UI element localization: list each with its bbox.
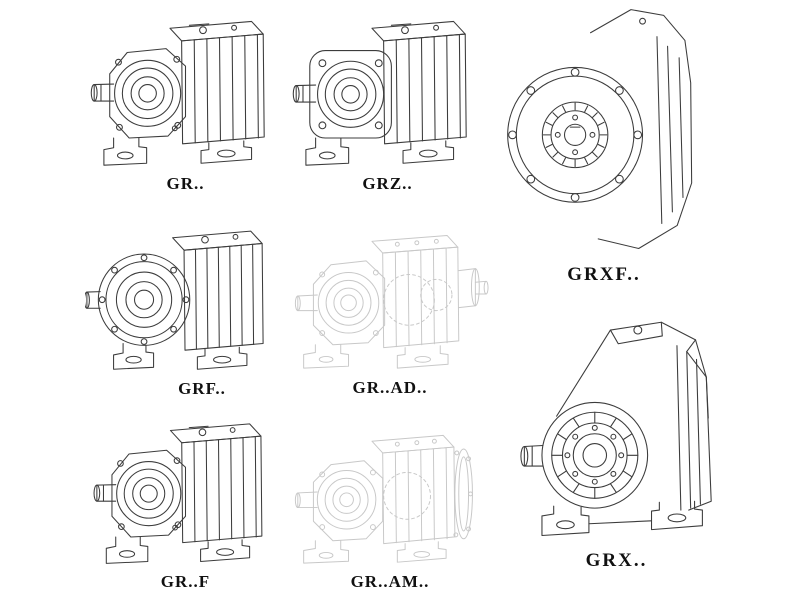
- model-label-grxf: GRXF..: [567, 264, 641, 285]
- gearbox-outline: [507, 9, 693, 250]
- model-label-grz: GRZ..: [362, 174, 413, 193]
- model-label-gr: GR..: [166, 174, 205, 193]
- foot-mounted-gearbox-drawing: [90, 20, 265, 166]
- large-foot-gearbox-drawing: [520, 321, 712, 537]
- gearbox-outline: [520, 321, 712, 537]
- gearbox-outline: [93, 423, 263, 564]
- model-figure-grad: GR..AD..: [290, 212, 490, 398]
- gearbox-outline: [85, 230, 264, 370]
- model-figure-gram: GR..AM..: [290, 410, 490, 592]
- model-figure-grf2: GR..F: [88, 405, 283, 592]
- foot-mounted-gearbox-drawing: [93, 423, 263, 564]
- gearbox-phantom-outline: [294, 234, 489, 369]
- model-figure-grxf: GRXF..: [498, 0, 710, 286]
- model-label-grf2: GR..F: [160, 572, 211, 591]
- model-label-grad: GR..AD..: [352, 378, 428, 397]
- phantom-adapter-gearbox-drawing: [294, 234, 489, 369]
- flange-front-gearbox-drawing: [507, 9, 693, 250]
- model-label-grf: GRF..: [178, 379, 226, 398]
- model-figure-grf: GRF..: [85, 210, 285, 399]
- model-figure-grx: GRX..: [495, 298, 720, 572]
- model-figure-grz: GRZ..: [290, 2, 485, 194]
- phantom-motor-flange-gearbox-drawing: [294, 434, 473, 564]
- model-label-grx: GRX..: [585, 550, 648, 571]
- gearbox-outline: [292, 20, 467, 166]
- model-figure-gr: GR..: [88, 2, 283, 194]
- flange-foot-gearbox-drawing: [85, 230, 264, 370]
- model-label-gram: GR..AM..: [350, 572, 430, 591]
- square-flange-gearbox-drawing: [292, 20, 467, 166]
- gearbox-outline: [90, 20, 265, 166]
- gearbox-phantom-outline: [294, 434, 473, 564]
